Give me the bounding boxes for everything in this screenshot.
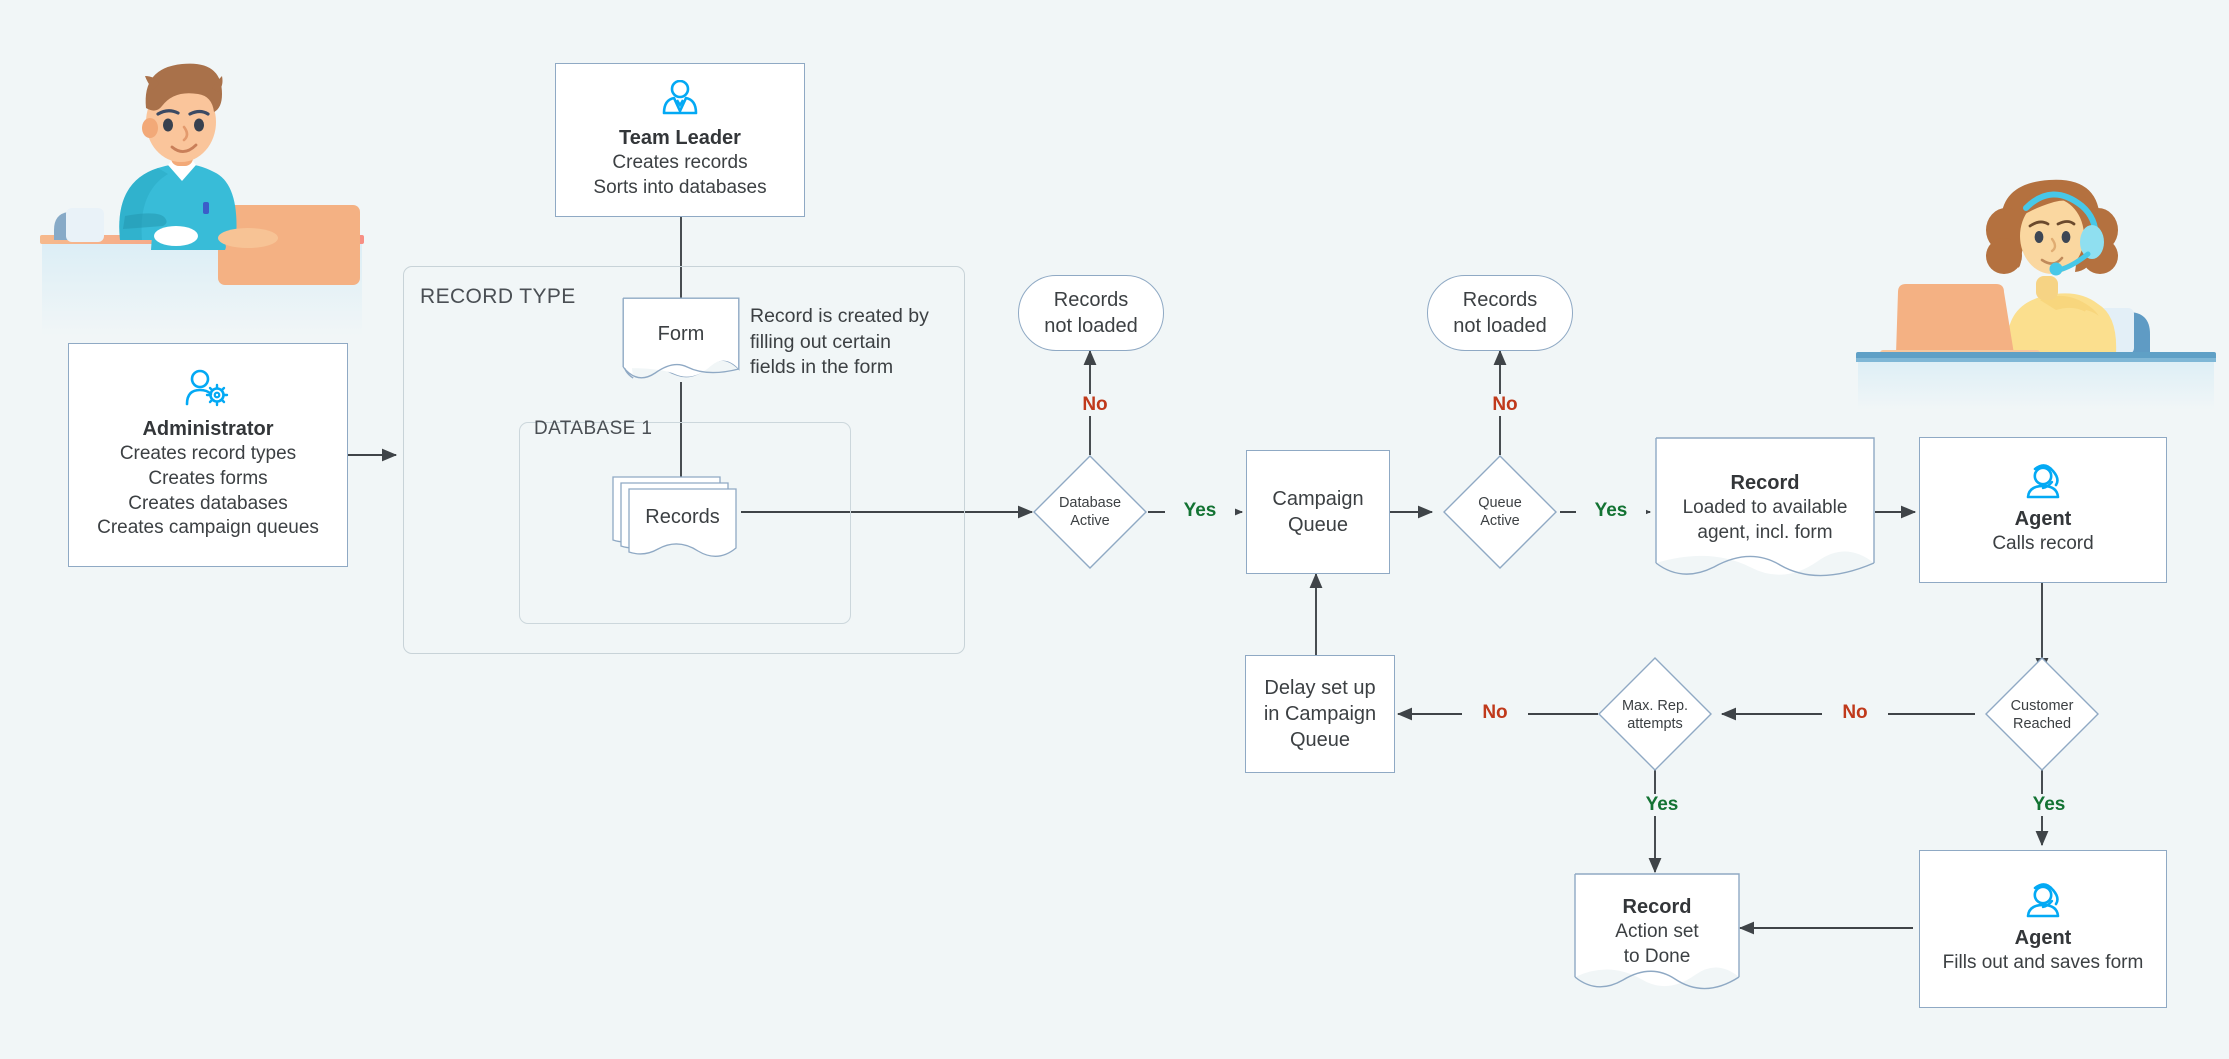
max-rep-attempts-line-1: Max. Rep.: [1621, 698, 1689, 714]
database-active-label: Database Active: [1032, 494, 1148, 530]
queue-active-decision[interactable]: Queue Active: [1442, 454, 1558, 570]
agent-fills-line-1: Fills out and saves form: [1942, 952, 2144, 974]
form-annotation-line-3: fields in the form: [750, 356, 894, 379]
record-loaded-line-2: agent, incl. form: [1697, 521, 1833, 543]
team-leader-line-1: Creates records: [612, 151, 748, 173]
agent-calls-line-1: Calls record: [1992, 533, 2094, 555]
record-loaded-node[interactable]: Record Loaded to available agent, incl. …: [1655, 437, 1875, 593]
max-rep-attempts-line-2: attempts: [1627, 716, 1683, 733]
agent-fills-title: Agent: [2014, 927, 2072, 950]
agent-calls-node[interactable]: Agent Calls record: [1919, 437, 2167, 583]
man-at-desktop-computer-illustration: [0, 30, 370, 340]
records-node[interactable]: Records: [612, 470, 744, 570]
team-leader-node[interactable]: Team Leader Creates records Sorts into d…: [555, 63, 805, 217]
record-done-line-1: Action set: [1615, 921, 1699, 942]
administrator-line-1: Creates record types: [119, 443, 297, 465]
agent-calls-title: Agent: [2014, 508, 2072, 531]
user-tie-icon: [660, 79, 700, 118]
delay-line-2: in Campaign: [1263, 703, 1377, 725]
edge-label-db-active-no: No: [1062, 394, 1128, 416]
delay-line-3: Queue: [1289, 729, 1351, 751]
headset-agent-icon: [2023, 882, 2063, 918]
record-done-text: Record Action set to Done: [1574, 895, 1740, 969]
max-rep-attempts-label: Max. Rep. attempts: [1597, 697, 1713, 733]
database-active-decision[interactable]: Database Active: [1032, 454, 1148, 570]
records-not-loaded-1-node[interactable]: Records not loaded: [1018, 275, 1164, 351]
edge-label-db-active-yes: Yes: [1165, 500, 1235, 522]
edge-label-queue-active-no: No: [1472, 394, 1538, 416]
customer-reached-line-1: Customer: [2010, 698, 2074, 714]
records-not-loaded-2-node[interactable]: Records not loaded: [1427, 275, 1573, 351]
max-rep-attempts-decision[interactable]: Max. Rep. attempts: [1597, 656, 1713, 772]
records-not-loaded-1-line-2: not loaded: [1044, 315, 1138, 337]
records-not-loaded-2-line-2: not loaded: [1453, 315, 1547, 337]
records-not-loaded-1-line-1: Records: [1053, 289, 1129, 311]
edge-label-max-rep-no: No: [1462, 702, 1528, 724]
delay-node[interactable]: Delay set up in Campaign Queue: [1245, 655, 1395, 773]
queue-active-label: Queue Active: [1442, 494, 1558, 530]
records-label: Records: [645, 506, 720, 528]
form-annotation: Record is created by filling out certain…: [750, 304, 970, 381]
user-gear-icon: [185, 369, 231, 409]
team-leader-title: Team Leader: [619, 126, 741, 149]
database-active-line-2: Active: [1070, 513, 1110, 530]
customer-reached-decision[interactable]: Customer Reached: [1984, 656, 2100, 772]
record-type-group-label: RECORD TYPE: [420, 285, 576, 308]
queue-active-line-2: Active: [1480, 513, 1520, 530]
form-label: Form: [657, 323, 705, 345]
woman-agent-with-headset-illustration: [1840, 150, 2229, 410]
campaign-queue-node[interactable]: Campaign Queue: [1246, 450, 1390, 574]
customer-reached-label: Customer Reached: [1984, 697, 2100, 733]
administrator-title: Administrator: [142, 418, 274, 441]
record-done-node[interactable]: Record Action set to Done: [1574, 873, 1740, 1001]
records-not-loaded-2-line-1: Records: [1462, 289, 1538, 311]
record-loaded-text: Record Loaded to available agent, incl. …: [1655, 471, 1875, 545]
record-loaded-title: Record: [1730, 472, 1800, 494]
form-annotation-line-1: Record is created by: [750, 305, 929, 327]
edge-label-customer-reached-yes: Yes: [2014, 794, 2084, 816]
campaign-queue-line-1: Campaign: [1272, 488, 1364, 510]
edge-label-max-rep-yes: Yes: [1627, 794, 1697, 816]
team-leader-line-2: Sorts into databases: [593, 176, 767, 198]
database-active-line-1: Database: [1058, 495, 1122, 511]
campaign-queue-line-2: Queue: [1287, 514, 1349, 536]
record-type-group: [403, 266, 965, 654]
administrator-line-2: Creates forms: [148, 467, 268, 489]
database-1-group-label: DATABASE 1: [534, 418, 653, 439]
administrator-node[interactable]: Administrator Creates record types Creat…: [68, 343, 348, 567]
administrator-line-4: Creates campaign queues: [97, 517, 319, 539]
edge-label-queue-active-yes: Yes: [1576, 500, 1646, 522]
agent-fills-node[interactable]: Agent Fills out and saves form: [1919, 850, 2167, 1008]
record-done-line-2: to Done: [1623, 945, 1691, 967]
record-done-title: Record: [1622, 896, 1692, 918]
form-node[interactable]: Form: [622, 297, 740, 385]
administrator-line-3: Creates databases: [128, 492, 288, 514]
headset-agent-icon: [2023, 463, 2063, 499]
edge-label-customer-reached-no: No: [1822, 702, 1888, 724]
database-1-group: [519, 422, 851, 624]
record-loaded-line-1: Loaded to available: [1682, 497, 1848, 518]
delay-line-1: Delay set up: [1264, 677, 1376, 699]
queue-active-line-1: Queue: [1478, 495, 1522, 511]
form-annotation-line-2: filling out certain: [750, 330, 891, 353]
customer-reached-line-2: Reached: [2012, 716, 2072, 733]
